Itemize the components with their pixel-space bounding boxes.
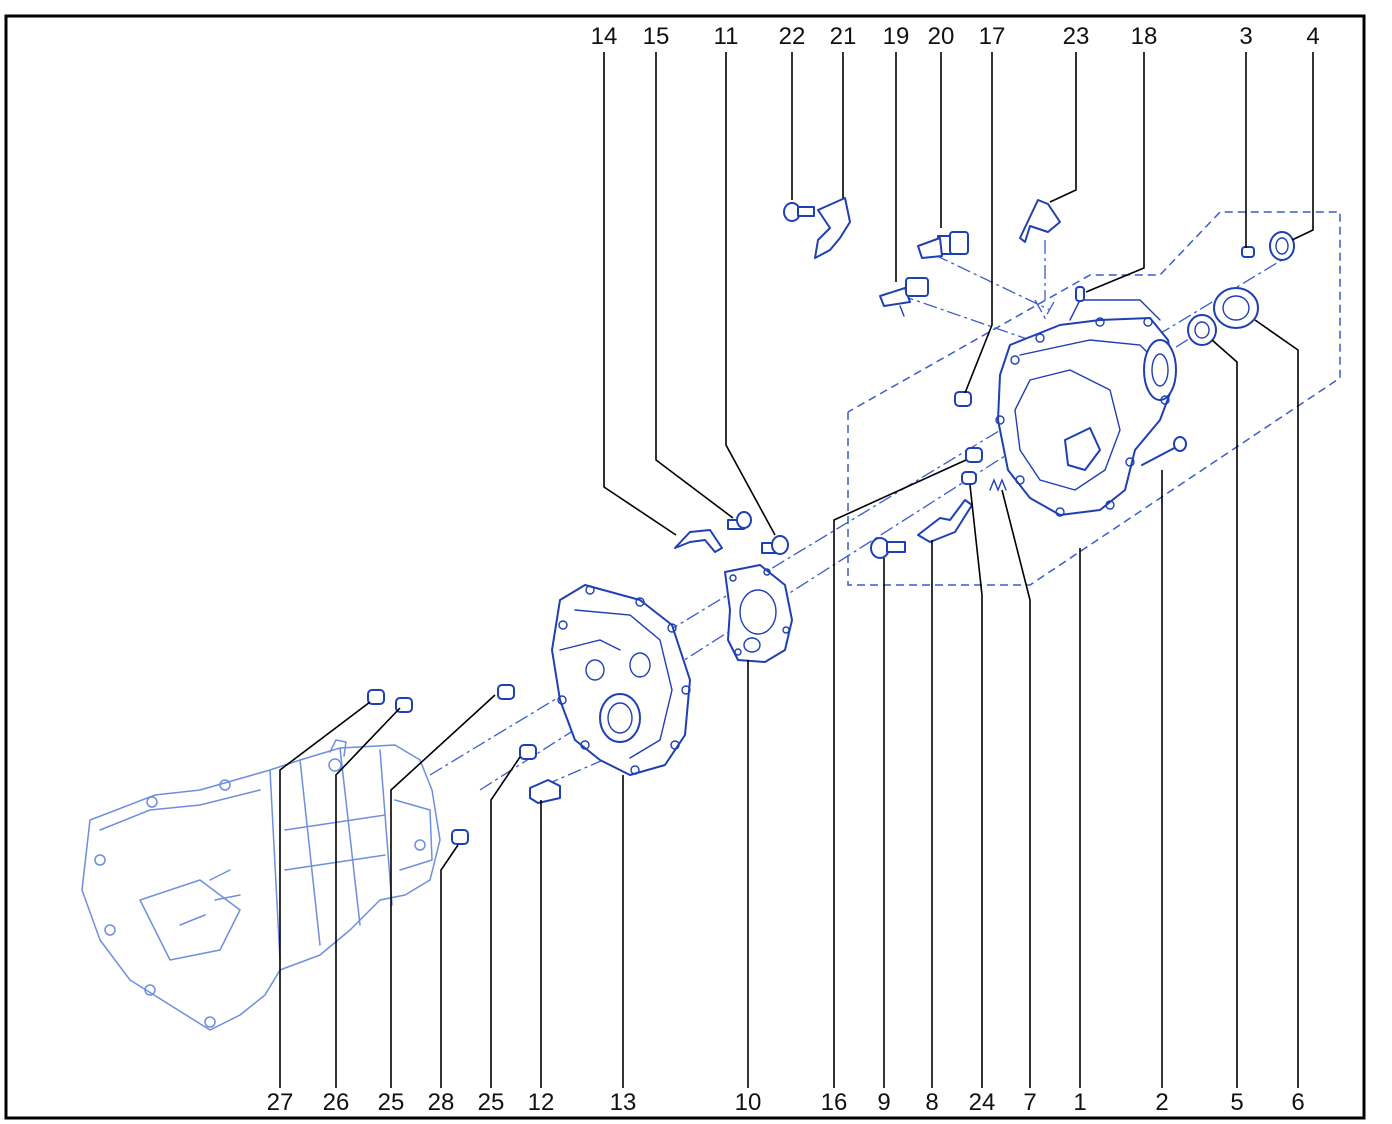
callout-10: 10	[735, 1089, 762, 1116]
part-27-bushing	[367, 689, 385, 705]
part-3-pin	[1241, 246, 1255, 258]
part-9-bolt	[870, 537, 906, 559]
callout-28: 28	[428, 1089, 455, 1116]
callout-17: 17	[979, 23, 1006, 50]
callout-13: 13	[610, 1089, 637, 1116]
part-10-gasket-plate	[724, 564, 793, 663]
callout-12: 12	[528, 1089, 555, 1116]
callout-4: 4	[1306, 23, 1319, 50]
part-21-bracket	[814, 197, 851, 259]
part-6-seal	[1213, 287, 1259, 329]
part-18-pin	[1075, 286, 1085, 302]
callouts-top: 14 15 11 22 21 19 20 17 23 18 3 4	[591, 23, 1320, 50]
part-12-block	[529, 779, 561, 804]
part-28-bushing	[451, 829, 469, 845]
part-11-bolt	[761, 535, 789, 555]
part-2-bolt	[1141, 436, 1187, 466]
callout-2: 2	[1155, 1089, 1168, 1116]
callout-18: 18	[1131, 23, 1158, 50]
callout-27: 27	[267, 1089, 294, 1116]
callout-5: 5	[1230, 1089, 1243, 1116]
part-14-bracket	[674, 529, 723, 553]
part-7-spring	[989, 478, 1007, 492]
callout-15: 15	[643, 23, 670, 50]
part-8-shift-lever	[917, 499, 973, 543]
callout-6: 6	[1291, 1089, 1304, 1116]
part-13-intermediate-plate	[551, 584, 691, 776]
part-23-lever	[1019, 199, 1061, 243]
callout-26: 26	[323, 1089, 350, 1116]
callout-25-left: 25	[378, 1089, 405, 1116]
part-4-seal	[1269, 231, 1295, 261]
callout-22: 22	[779, 23, 806, 50]
part-15-bolt	[727, 511, 752, 530]
transmission-case-ghost	[81, 739, 441, 1031]
callout-16: 16	[821, 1089, 848, 1116]
callout-leader-lines	[279, 52, 1314, 1088]
part-1-clutch-housing	[995, 299, 1177, 517]
part-16-bushing	[965, 447, 983, 463]
callout-24: 24	[969, 1089, 996, 1116]
callout-1: 1	[1073, 1089, 1086, 1116]
part-20-sensor	[917, 231, 969, 259]
callout-25-right: 25	[478, 1089, 505, 1116]
part-19-switch	[879, 277, 929, 317]
part-24-bushing	[961, 471, 977, 485]
callouts-bottom: 27 26 25 28 25 12 13 10 16 9 8 24 7 1 2 …	[267, 1089, 1305, 1116]
diagram-border	[4, 14, 1366, 1120]
callout-3: 3	[1239, 23, 1252, 50]
callout-7: 7	[1023, 1089, 1036, 1116]
callout-9: 9	[877, 1089, 890, 1116]
callout-21: 21	[830, 23, 857, 50]
part-22-bolt	[783, 202, 815, 222]
part-25-bushing-upper	[497, 684, 515, 700]
callout-14: 14	[591, 23, 618, 50]
callout-19: 19	[883, 23, 910, 50]
callout-23: 23	[1063, 23, 1090, 50]
callout-8: 8	[925, 1089, 938, 1116]
part-5-seal	[1187, 314, 1217, 346]
callout-11: 11	[714, 23, 739, 50]
callout-20: 20	[928, 23, 955, 50]
part-25-bushing-lower	[519, 744, 537, 760]
part-17-bushing	[954, 391, 972, 407]
